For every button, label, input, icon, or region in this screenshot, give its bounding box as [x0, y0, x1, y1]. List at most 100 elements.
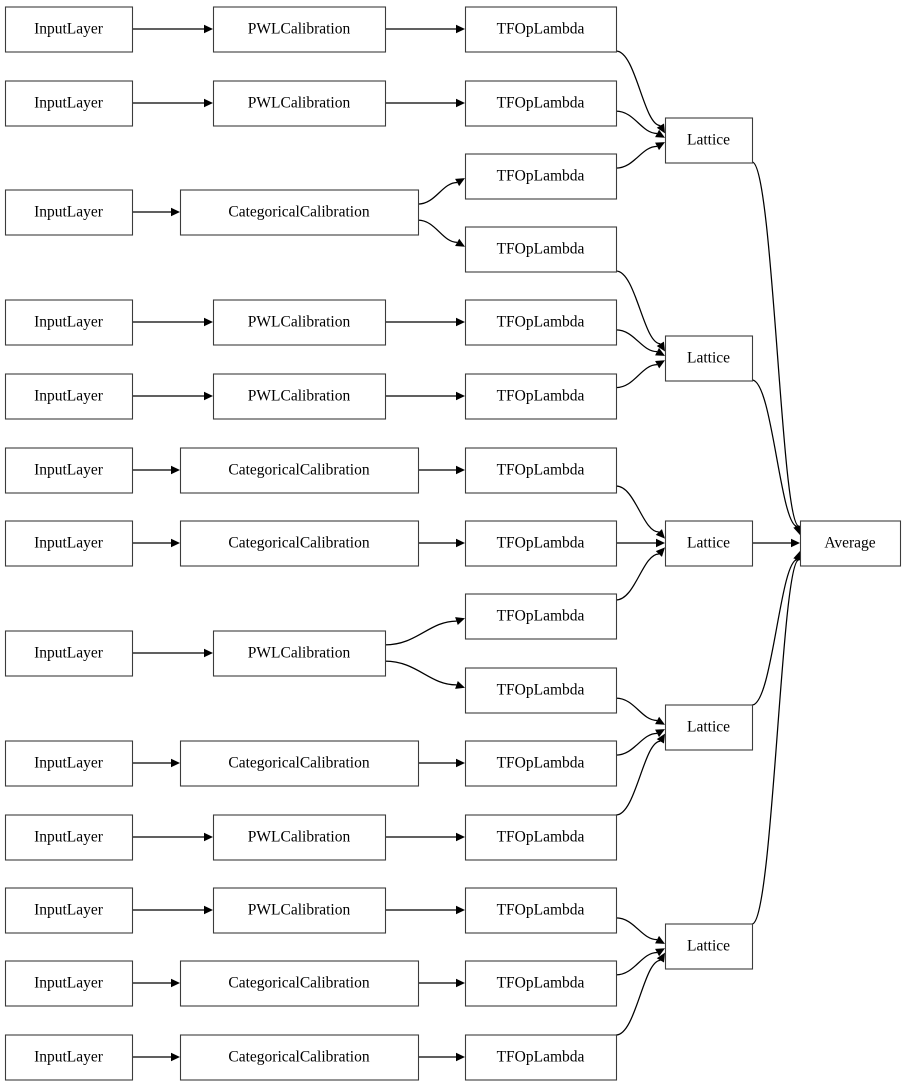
node-categoricalcalibration-cal7[interactable]: CategoricalCalibration	[179, 520, 420, 567]
node-label: InputLayer	[34, 975, 104, 992]
arrow-head-icon	[656, 538, 665, 548]
node-inputlayer-in11[interactable]: InputLayer	[4, 887, 134, 934]
node-tfoplambda-lam8[interactable]: TFOpLambda	[464, 520, 618, 567]
edge-line	[615, 329, 658, 353]
edge-lam3-to-lat1	[615, 142, 665, 169]
arrow-head-icon	[456, 317, 465, 327]
node-tfoplambda-lam3[interactable]: TFOpLambda	[464, 153, 618, 200]
node-label: CategoricalCalibration	[228, 1049, 369, 1066]
node-label: InputLayer	[34, 1049, 104, 1066]
node-lattice-lat1[interactable]: Lattice	[664, 117, 754, 164]
node-tfoplambda-lam9[interactable]: TFOpLambda	[464, 593, 618, 640]
edge-cal12-to-lam14	[418, 978, 465, 988]
node-pwlcalibration-cal4[interactable]: PWLCalibration	[212, 299, 387, 346]
node-categoricalcalibration-cal6[interactable]: CategoricalCalibration	[179, 447, 420, 494]
node-lattice-lat4[interactable]: Lattice	[664, 704, 754, 751]
arrow-head-icon	[655, 935, 665, 944]
node-inputlayer-in3[interactable]: InputLayer	[4, 189, 134, 236]
node-tfoplambda-lam4[interactable]: TFOpLambda	[464, 226, 618, 273]
node-box	[179, 189, 420, 236]
node-categoricalcalibration-cal12[interactable]: CategoricalCalibration	[179, 960, 420, 1007]
node-box	[179, 520, 420, 567]
node-tfoplambda-lam1[interactable]: TFOpLambda	[464, 6, 618, 53]
node-pwlcalibration-cal5[interactable]: PWLCalibration	[212, 373, 387, 420]
node-inputlayer-in10[interactable]: InputLayer	[4, 814, 134, 861]
edge-cal4-to-lam5	[385, 317, 465, 327]
node-label: InputLayer	[34, 21, 104, 38]
node-inputlayer-in6[interactable]: InputLayer	[4, 447, 134, 494]
arrow-head-icon	[655, 347, 665, 356]
node-pwlcalibration-cal10[interactable]: PWLCalibration	[212, 814, 387, 861]
arrow-head-icon	[455, 617, 465, 626]
edge-cal11-to-lam13	[385, 905, 465, 915]
node-categoricalcalibration-cal3[interactable]: CategoricalCalibration	[179, 189, 420, 236]
edge-line	[615, 959, 661, 1036]
node-pwlcalibration-cal11[interactable]: PWLCalibration	[212, 887, 387, 934]
edge-layer	[132, 24, 804, 1062]
node-inputlayer-in4[interactable]: InputLayer	[4, 299, 134, 346]
node-tfoplambda-lam14[interactable]: TFOpLambda	[464, 960, 618, 1007]
node-inputlayer-in7[interactable]: InputLayer	[4, 520, 134, 567]
edge-cal3-to-lam4	[417, 219, 465, 247]
node-box	[464, 520, 618, 567]
edge-in9-to-cal9	[132, 758, 180, 768]
node-lattice-lat3[interactable]: Lattice	[664, 520, 754, 567]
node-tfoplambda-lam5[interactable]: TFOpLambda	[464, 299, 618, 346]
node-tfoplambda-lam7[interactable]: TFOpLambda	[464, 447, 618, 494]
node-inputlayer-in9[interactable]: InputLayer	[4, 740, 134, 787]
arrow-head-icon	[655, 360, 665, 369]
node-label: CategoricalCalibration	[228, 462, 369, 479]
arrow-head-icon	[171, 758, 180, 768]
arrow-head-icon	[655, 716, 665, 725]
arrow-head-icon	[655, 529, 665, 539]
node-box	[4, 80, 134, 127]
node-average-avg[interactable]: Average	[799, 520, 902, 567]
edge-lam4-to-lat2	[615, 270, 665, 352]
node-label: InputLayer	[34, 388, 104, 405]
arrow-head-icon	[455, 680, 465, 689]
node-tfoplambda-lam12[interactable]: TFOpLambda	[464, 814, 618, 861]
edge-line	[615, 485, 659, 533]
node-categoricalcalibration-cal9[interactable]: CategoricalCalibration	[179, 740, 420, 787]
node-label: InputLayer	[34, 535, 104, 552]
edge-line	[615, 740, 661, 816]
node-box	[212, 6, 387, 53]
edge-in12-to-cal12	[132, 978, 180, 988]
node-inputlayer-in12[interactable]: InputLayer	[4, 960, 134, 1007]
node-categoricalcalibration-cal13[interactable]: CategoricalCalibration	[179, 1034, 420, 1081]
node-inputlayer-in5[interactable]: InputLayer	[4, 373, 134, 420]
arrow-head-icon	[456, 758, 465, 768]
node-label: TFOpLambda	[497, 608, 585, 625]
node-lattice-lat5[interactable]: Lattice	[664, 923, 754, 970]
node-inputlayer-in13[interactable]: InputLayer	[4, 1034, 134, 1081]
edge-line	[751, 559, 800, 925]
node-inputlayer-in8[interactable]: InputLayer	[4, 630, 134, 677]
arrow-head-icon	[456, 1052, 465, 1062]
node-pwlcalibration-cal2[interactable]: PWLCalibration	[212, 80, 387, 127]
node-box	[464, 593, 618, 640]
node-tfoplambda-lam10[interactable]: TFOpLambda	[464, 667, 618, 714]
node-tfoplambda-lam2[interactable]: TFOpLambda	[464, 80, 618, 127]
node-inputlayer-in1[interactable]: InputLayer	[4, 6, 134, 53]
node-inputlayer-in2[interactable]: InputLayer	[4, 80, 134, 127]
arrow-head-icon	[656, 123, 665, 134]
arrow-head-icon	[656, 341, 665, 352]
node-box	[664, 704, 754, 751]
node-box	[664, 923, 754, 970]
node-label: CategoricalCalibration	[228, 755, 369, 772]
node-tfoplambda-lam13[interactable]: TFOpLambda	[464, 887, 618, 934]
node-pwlcalibration-cal1[interactable]: PWLCalibration	[212, 6, 387, 53]
node-tfoplambda-lam6[interactable]: TFOpLambda	[464, 373, 618, 420]
edge-lam7-to-lat3	[615, 485, 665, 539]
node-tfoplambda-lam15[interactable]: TFOpLambda	[464, 1034, 618, 1081]
edge-cal1-to-lam1	[385, 24, 465, 34]
node-box	[464, 299, 618, 346]
node-box	[4, 814, 134, 861]
node-pwlcalibration-cal8[interactable]: PWLCalibration	[212, 630, 387, 677]
node-label: PWLCalibration	[248, 388, 351, 405]
node-tfoplambda-lam11[interactable]: TFOpLambda	[464, 740, 618, 787]
node-layer: InputLayerInputLayerInputLayerInputLayer…	[4, 6, 902, 1081]
node-lattice-lat2[interactable]: Lattice	[664, 335, 754, 382]
node-label: TFOpLambda	[497, 755, 585, 772]
